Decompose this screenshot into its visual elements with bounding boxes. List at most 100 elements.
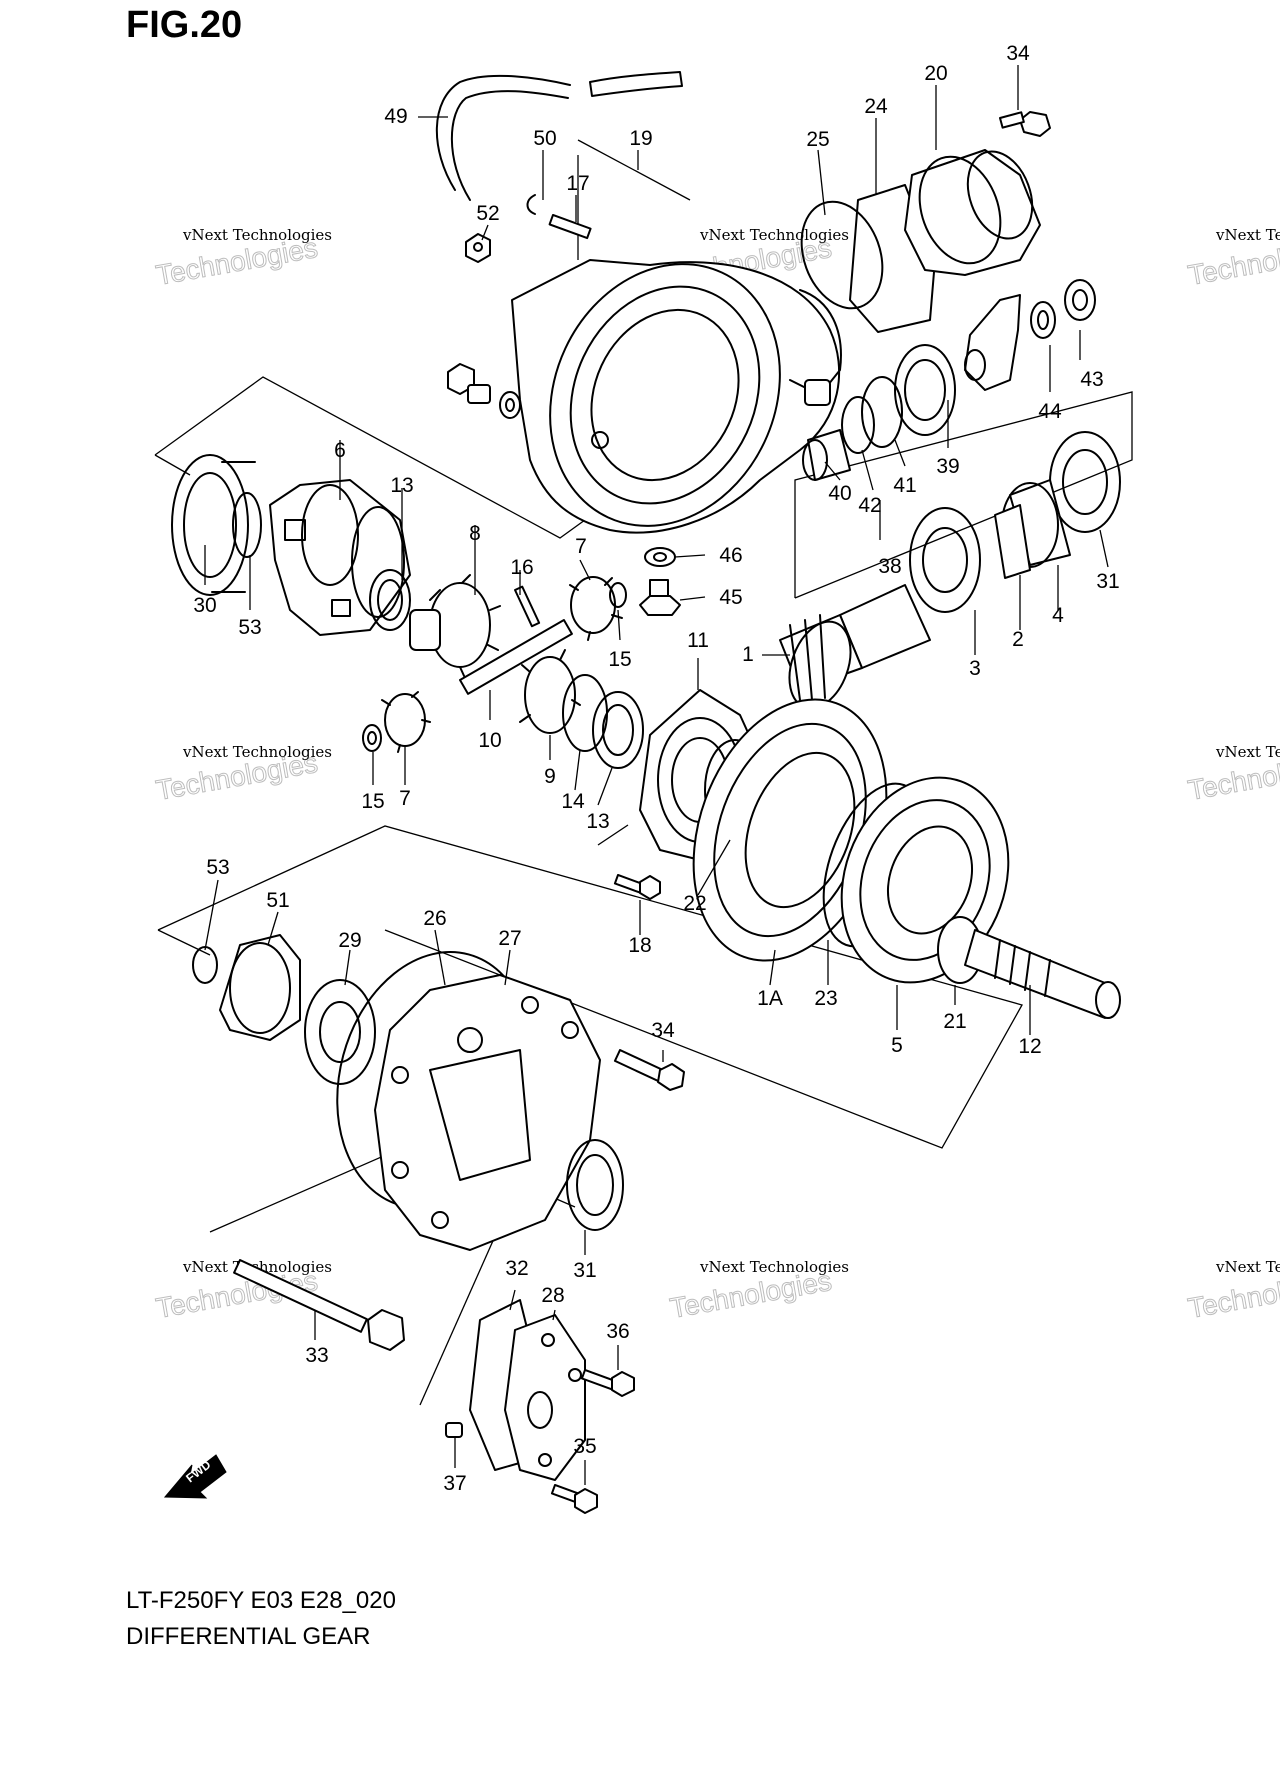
- washer-46: [644, 547, 676, 567]
- boundary-upper-left-tick: [154, 454, 191, 476]
- callout: 6: [334, 439, 346, 462]
- callout: 17: [566, 172, 589, 195]
- callout: 13: [390, 474, 413, 497]
- washer-48-hole: [505, 398, 515, 412]
- ring-51: [219, 934, 301, 1041]
- callout: 27: [498, 927, 521, 950]
- callout: 42: [858, 494, 881, 517]
- side-gear-9-teeth: [519, 649, 581, 723]
- callout: 11: [687, 629, 709, 652]
- bearing-29-inner: [319, 1001, 361, 1063]
- figure-title: FIG.20: [126, 4, 243, 46]
- breather-hose-49-cut: [589, 71, 683, 97]
- boundary-bolt-17: [597, 824, 629, 846]
- watermark-line: vNext Technologies: [182, 226, 332, 244]
- callout: 30: [193, 594, 216, 617]
- ring-3: [909, 507, 981, 613]
- callout: 8: [469, 522, 481, 545]
- pin-19: [548, 214, 592, 240]
- callout: 45: [719, 586, 742, 609]
- callout: 41: [893, 474, 916, 497]
- ring-41: [861, 376, 903, 448]
- nut-52: [465, 233, 491, 263]
- watermark-line: vNext Technologies: [1215, 1258, 1280, 1276]
- gasket-24: [849, 184, 936, 333]
- callout: 1A: [757, 987, 783, 1010]
- callout: 15: [608, 648, 631, 671]
- callout: 24: [864, 95, 888, 118]
- callout: 34: [1006, 42, 1030, 65]
- side-gear-9: [524, 656, 576, 734]
- callout: 22: [683, 892, 706, 915]
- spacer-40: [807, 429, 851, 481]
- bearing-2: [994, 504, 1031, 579]
- oil-seal-38-inner: [904, 359, 946, 421]
- bearing-30-inner: [183, 472, 237, 578]
- callout: 52: [476, 202, 499, 225]
- callout: 33: [305, 1344, 328, 1367]
- washer-46-hole: [653, 552, 667, 562]
- bearing-13-upper: [369, 569, 411, 631]
- bearing-30: [171, 454, 249, 596]
- ring-3-inner: [922, 527, 968, 593]
- callout: 39: [936, 455, 959, 478]
- callout-labels: 49 50 19 17 52 20 34 24 25 43 44 39 41 4…: [193, 42, 1119, 1495]
- callout: 13: [586, 810, 609, 833]
- filler-plug-45-head: [639, 595, 681, 616]
- circlip-53-upper: [232, 492, 262, 558]
- washer-15-lower: [362, 724, 382, 752]
- callout: 14: [561, 790, 585, 813]
- callout: 34: [651, 1019, 675, 1042]
- output-shaft-12: [937, 916, 1121, 1019]
- fwd-arrow: FWD: [163, 1454, 227, 1499]
- pinion-gear-7-lower: [384, 693, 426, 747]
- callout: 7: [575, 535, 587, 558]
- callout: 4: [1052, 604, 1064, 627]
- callout: 38: [878, 555, 901, 578]
- callout: 32: [505, 1257, 528, 1280]
- boundary-lower-gear: [157, 825, 1023, 1149]
- fwd-arrow-shape: [163, 1454, 227, 1499]
- callout: 31: [573, 1259, 596, 1282]
- oil-seal-31-lower-inner: [576, 1154, 614, 1216]
- coupling-39-hub: [964, 349, 986, 381]
- callout: 53: [206, 856, 229, 879]
- bearing-30-rim: [211, 461, 256, 593]
- bolt-17-head: [639, 875, 661, 900]
- watermark-line: vNext Technologies: [1215, 226, 1280, 244]
- coupling-39: [964, 294, 1021, 391]
- callout: 7: [399, 787, 411, 810]
- side-gear-8: [409, 574, 501, 679]
- callout: 51: [266, 889, 289, 912]
- bearing-31-top-inner: [1062, 449, 1108, 515]
- assembly-name-caption: DIFFERENTIAL GEAR: [126, 1623, 371, 1650]
- pinion-gear-7-upper-teeth: [569, 577, 623, 641]
- cover-20: [904, 149, 1041, 276]
- spacer-40-end: [802, 439, 828, 481]
- cover-28: [504, 1314, 586, 1481]
- pinion-gear-7-upper: [570, 576, 616, 634]
- bolt-34-top: [1019, 111, 1051, 137]
- callout: 36: [606, 1320, 629, 1343]
- bearing-13-upper-inner: [377, 579, 403, 621]
- callout: 25: [806, 128, 829, 151]
- callout: 31: [1096, 570, 1119, 593]
- callout: 43: [1080, 368, 1103, 391]
- dowel-37: [445, 1422, 463, 1438]
- callout: 3: [969, 657, 981, 680]
- callout: 35: [573, 1435, 596, 1458]
- callout: 26: [423, 907, 446, 930]
- bolt-33: [233, 1258, 368, 1333]
- callout: 15: [361, 790, 384, 813]
- drain-bolt-47-shank: [467, 384, 491, 404]
- washer-15-upper: [609, 582, 627, 608]
- callout: 37: [443, 1472, 466, 1495]
- leader-lines: [204, 65, 1109, 1485]
- washer-48: [499, 391, 521, 419]
- bolt-35-head: [574, 1488, 598, 1514]
- callout: 10: [478, 729, 501, 752]
- bolt-36-head: [611, 1371, 635, 1397]
- callout: 21: [943, 1010, 966, 1033]
- breather-hose-49: [435, 74, 571, 191]
